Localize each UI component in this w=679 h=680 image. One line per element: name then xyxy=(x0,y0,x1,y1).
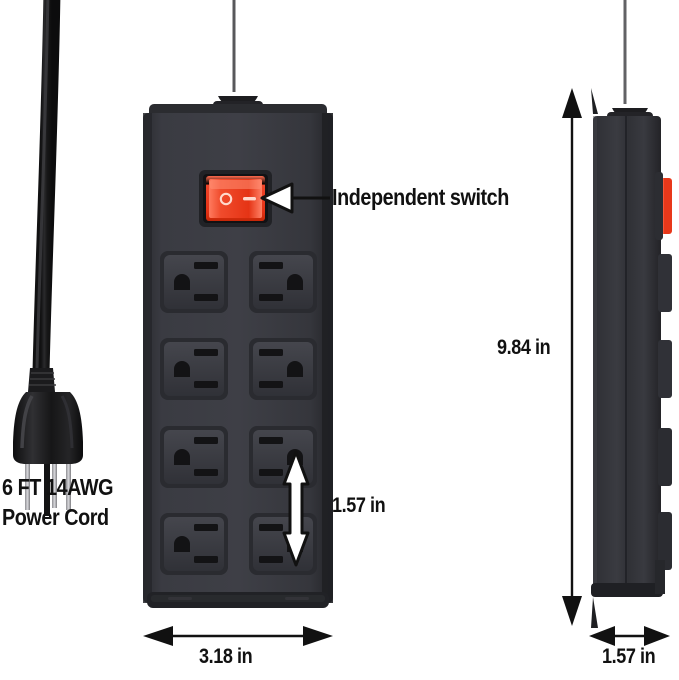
annotation-power-cord-line2: Power Cord xyxy=(2,504,109,530)
side-outlet xyxy=(658,512,672,570)
annotation-depth: 1.57 in xyxy=(602,645,656,668)
outlet[interactable] xyxy=(160,513,228,575)
outlet-spacing-arrow xyxy=(282,450,310,567)
switch-marking-on xyxy=(243,197,256,201)
width-dimension-arrow xyxy=(143,626,333,646)
power-switch[interactable] xyxy=(199,170,272,227)
annotation-power-cord-line1: 6 FT 14AWG xyxy=(2,474,114,500)
annotation-outlet-spacing: 1.57 in xyxy=(332,494,386,517)
outlet-row xyxy=(160,513,317,575)
annotation-power-cord: 6 FT 14AWG Power Cord xyxy=(2,472,114,532)
depth-dimension-arrow xyxy=(589,626,670,646)
plug-prong-ground xyxy=(44,464,50,516)
side-outlet xyxy=(658,254,672,312)
nema-5-15p-plug xyxy=(13,368,83,516)
annotation-independent-switch: Independent switch xyxy=(332,184,509,210)
side-outlet xyxy=(658,428,672,486)
plug-prong-hot xyxy=(66,464,71,510)
power-cord xyxy=(32,0,247,381)
outlet[interactable] xyxy=(160,426,228,488)
switch-marking-off xyxy=(219,192,233,206)
switch-callout-arrow xyxy=(260,182,330,214)
outlet[interactable] xyxy=(249,513,317,575)
outlet-row xyxy=(160,338,317,400)
outlet-row xyxy=(160,251,317,313)
annotation-width: 3.18 in xyxy=(199,645,253,668)
front-view xyxy=(143,96,333,608)
outlet[interactable] xyxy=(160,251,228,313)
plug-prong-neutral xyxy=(25,464,30,510)
height-dimension-arrow xyxy=(562,88,582,626)
side-view xyxy=(591,0,672,628)
annotation-height: 9.84 in xyxy=(497,336,551,359)
outlet[interactable] xyxy=(160,338,228,400)
outlet[interactable] xyxy=(249,338,317,400)
side-outlet xyxy=(658,340,672,398)
outlet[interactable] xyxy=(249,251,317,313)
